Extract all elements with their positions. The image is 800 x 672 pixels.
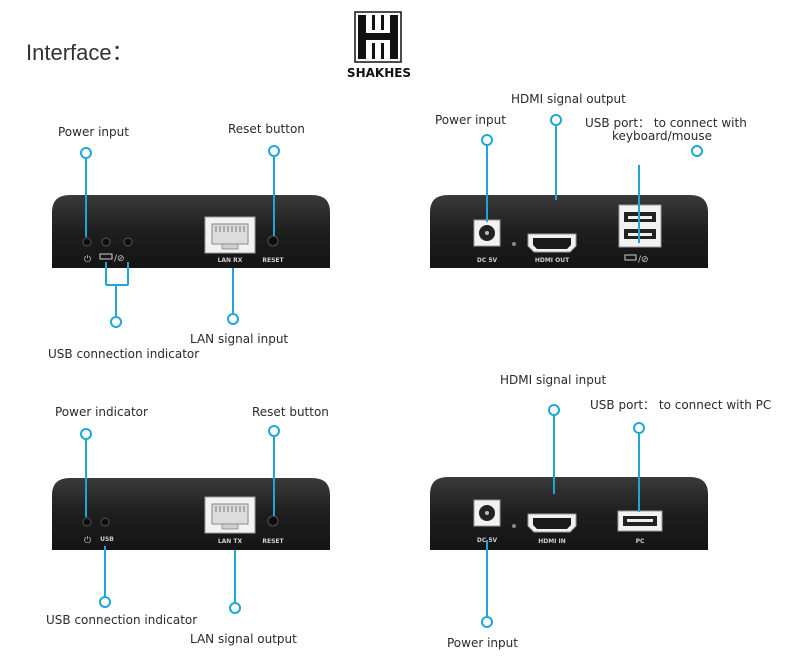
hdmi-signal-output-label: HDMI signal output xyxy=(511,92,626,106)
usb-led-label: USB xyxy=(100,536,114,543)
reset-button-hole xyxy=(267,515,279,527)
usb-port-keyboard-label-line1: USB port： to connect with xyxy=(585,116,747,130)
power-led xyxy=(82,237,92,247)
tx-front-device xyxy=(52,478,330,550)
rx-front-device xyxy=(52,195,330,268)
rx-back-power-input-label: Power input xyxy=(435,113,506,127)
tx-back-power-input-label: Power input xyxy=(447,636,518,650)
lan-rx-port-label: LAN RX xyxy=(218,257,243,264)
mouse-icon: /⊘ xyxy=(114,254,125,264)
callout-marker xyxy=(550,114,562,126)
callout-marker xyxy=(481,616,493,628)
rx-power-input-label: Power input xyxy=(58,125,129,139)
callout-marker xyxy=(80,147,92,159)
callout-marker xyxy=(229,602,241,614)
callout-marker xyxy=(268,145,280,157)
mouse-icon: /⊘ xyxy=(638,255,649,265)
hdmi-out-port-label: HDMI OUT xyxy=(535,257,570,264)
callout-marker xyxy=(481,134,493,146)
lan-tx-port-label: LAN TX xyxy=(218,538,243,545)
callout-marker xyxy=(110,316,122,328)
rx-front-panel: ⏻ /⊘ LAN RX RESET xyxy=(48,122,330,361)
rx-usb-indicator-label: USB connection indicator xyxy=(48,347,199,361)
dc-port-label: DC 5V xyxy=(477,257,498,264)
usb-led-2 xyxy=(123,237,133,247)
keyboard-icon xyxy=(99,253,113,260)
tx-reset-button-label: Reset button xyxy=(252,405,329,419)
keyboard-icon xyxy=(624,254,637,261)
lan-signal-output-label: LAN signal output xyxy=(190,632,297,646)
callout-marker xyxy=(80,428,92,440)
callout-marker xyxy=(99,596,111,608)
tx-usb-indicator-label: USB connection indicator xyxy=(46,613,197,627)
reset-port-label: RESET xyxy=(262,538,284,545)
shakhes-logo: SHAKHES xyxy=(347,11,411,80)
callout-marker xyxy=(268,425,280,437)
usb-led-1 xyxy=(101,237,111,247)
callout-marker xyxy=(227,313,239,325)
reset-button-hole xyxy=(267,235,279,247)
tx-back-panel: DC 5V HDMI IN PC HDMI signal input USB p… xyxy=(430,373,771,650)
tx-front-panel: ⏻ USB LAN TX RESET Power indicator Reset… xyxy=(46,405,330,646)
hdmi-signal-input-label: HDMI signal input xyxy=(500,373,606,387)
usb-port-keyboard-label-line2: keyboard/mouse xyxy=(612,129,712,143)
rx-reset-button-label: Reset button xyxy=(228,122,305,136)
reset-port-label: RESET xyxy=(262,257,284,264)
rx-lan-input-label: LAN signal input xyxy=(190,332,288,346)
usb-port-pc-label: USB port： to connect with PC xyxy=(590,398,771,412)
pc-port-label: PC xyxy=(636,538,645,545)
logo-text: SHAKHES xyxy=(347,66,411,80)
power-symbol-icon: ⏻ xyxy=(84,535,91,546)
power-symbol-icon: ⏻ xyxy=(84,254,91,265)
callout-marker xyxy=(691,145,703,157)
power-led xyxy=(82,517,92,527)
hdmi-in-port-label: HDMI IN xyxy=(538,538,566,545)
rx-back-panel: DC 5V HDMI OUT /⊘ Power input HDMI signa… xyxy=(430,92,747,268)
callout-marker xyxy=(633,422,645,434)
usb-led xyxy=(100,517,110,527)
power-indicator-label: Power indicator xyxy=(55,405,148,419)
callout-marker xyxy=(548,404,560,416)
page-title: Interface： xyxy=(26,40,134,65)
